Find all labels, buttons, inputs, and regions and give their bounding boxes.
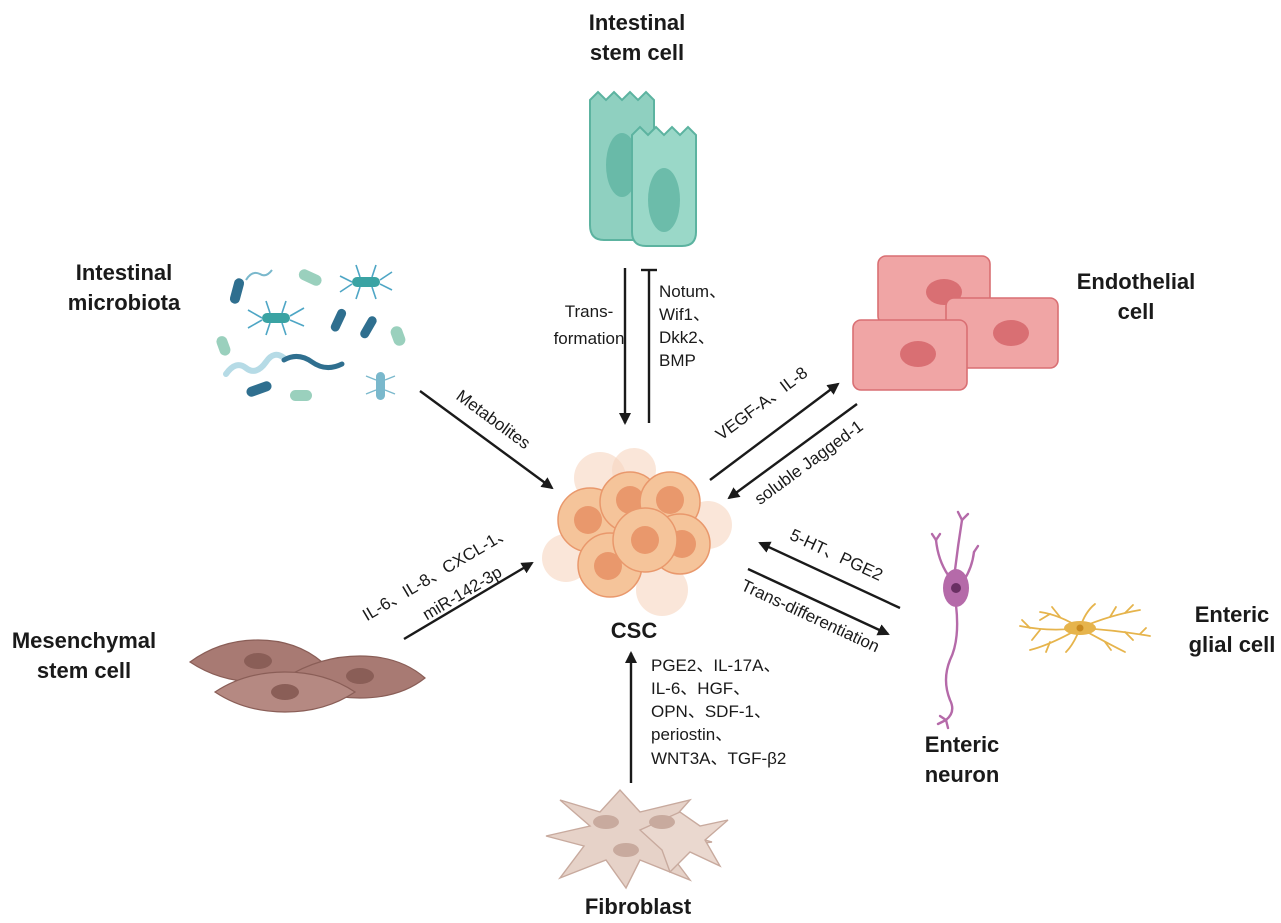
stem-cell-title-line1: Intestinal — [589, 10, 686, 35]
fibroblast-factor-0: PGE2、IL-17A、 — [651, 656, 780, 675]
neuron-title-line2: neuron — [925, 762, 1000, 787]
fibroblast-title: Fibroblast — [585, 894, 692, 919]
enteric-neuron-illustration — [930, 510, 980, 730]
neuron-title-line1: Enteric — [925, 732, 1000, 757]
intestinal-microbiota-illustration — [216, 264, 406, 401]
arrow-from-msc — [403, 561, 534, 641]
arrow-to-neuron — [747, 567, 890, 636]
metabolites-label: Metabolites — [453, 386, 534, 453]
glial-title-line2: glial cell — [1189, 632, 1276, 657]
microbiota-title-line2: microbiota — [68, 290, 181, 315]
stem-inhibitor-0: Notum、 — [659, 282, 726, 301]
endothelial-title-line1: Endothelial — [1077, 269, 1196, 294]
csc-label: CSC — [611, 618, 658, 643]
neuron-out-label: Trans-differentiation — [738, 576, 882, 656]
fibroblast-factor-1: IL-6、HGF、 — [651, 679, 750, 698]
stem-inhibitor-2: Dkk2、 — [659, 328, 715, 347]
endothelial-out-label: VEGF-A、IL-8 — [712, 363, 811, 444]
fibroblast-illustration — [545, 788, 729, 890]
transformation-label-line1: Trans- — [565, 302, 614, 321]
fibroblast-factor-2: OPN、SDF-1、 — [651, 702, 771, 721]
mesenchymal-title-line1: Mesenchymal — [12, 628, 156, 653]
mesenchymal-title-line2: stem cell — [37, 658, 131, 683]
intestinal-stem-cell-illustration — [589, 90, 697, 247]
stem-inhibitor-1: Wif1、 — [659, 305, 710, 324]
transformation-label-line2: formation — [554, 329, 625, 348]
neuron-in-label: 5-HT、PGE2 — [787, 525, 886, 584]
stem-cell-title-line2: stem cell — [590, 40, 684, 65]
csc-cluster-illustration — [542, 448, 732, 616]
fibroblast-factor-3: periostin、 — [651, 725, 732, 744]
arrow-from-endothelial — [727, 403, 858, 500]
stem-inhibitor-3: BMP — [659, 351, 696, 370]
endothelial-cell-illustration — [852, 255, 1059, 391]
glial-title-line1: Enteric — [1195, 602, 1270, 627]
endothelial-title-line2: cell — [1118, 299, 1155, 324]
neuron-nucleus — [951, 583, 961, 593]
arrow-to-endothelial — [709, 382, 840, 481]
microbiota-title-line1: Intestinal — [76, 260, 173, 285]
arrow-metabolites — [419, 390, 554, 490]
endothelial-in-label: soluble Jagged-1 — [751, 417, 867, 509]
arrow-from-neuron — [758, 541, 901, 610]
fibroblast-factor-4: WNT3A、TGF-β2 — [651, 749, 786, 768]
mesenchymal-stem-cell-illustration — [188, 639, 426, 713]
glial-nucleus — [1076, 624, 1084, 632]
